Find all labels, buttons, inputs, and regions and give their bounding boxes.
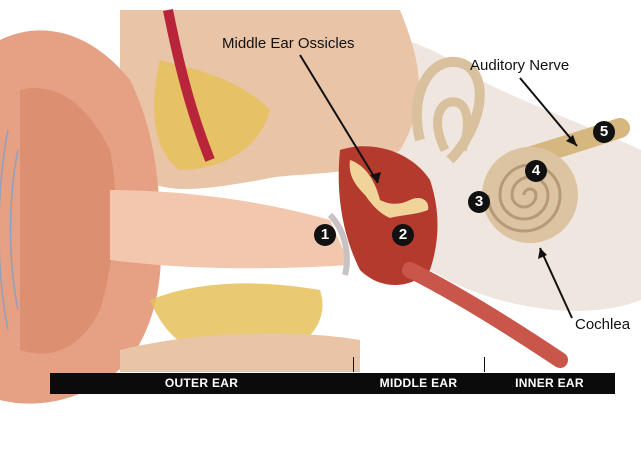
region-scale-bar: OUTER EAR MIDDLE EAR INNER EAR [50,373,615,394]
marker-2: 2 [392,224,414,246]
marker-1: 1 [314,224,336,246]
region-outer-ear: OUTER EAR [50,373,353,394]
marker-5: 5 [593,121,615,143]
label-cochlea: Cochlea [575,316,630,333]
region-inner-ear: INNER EAR [484,373,615,394]
marker-4: 4 [525,160,547,182]
tick-middle-inner [484,357,485,372]
marker-3: 3 [468,191,490,213]
label-ossicles: Middle Ear Ossicles [222,35,355,52]
tick-outer-middle [353,357,354,372]
region-middle-ear: MIDDLE EAR [353,373,484,394]
label-auditory-nerve: Auditory Nerve [470,57,569,74]
